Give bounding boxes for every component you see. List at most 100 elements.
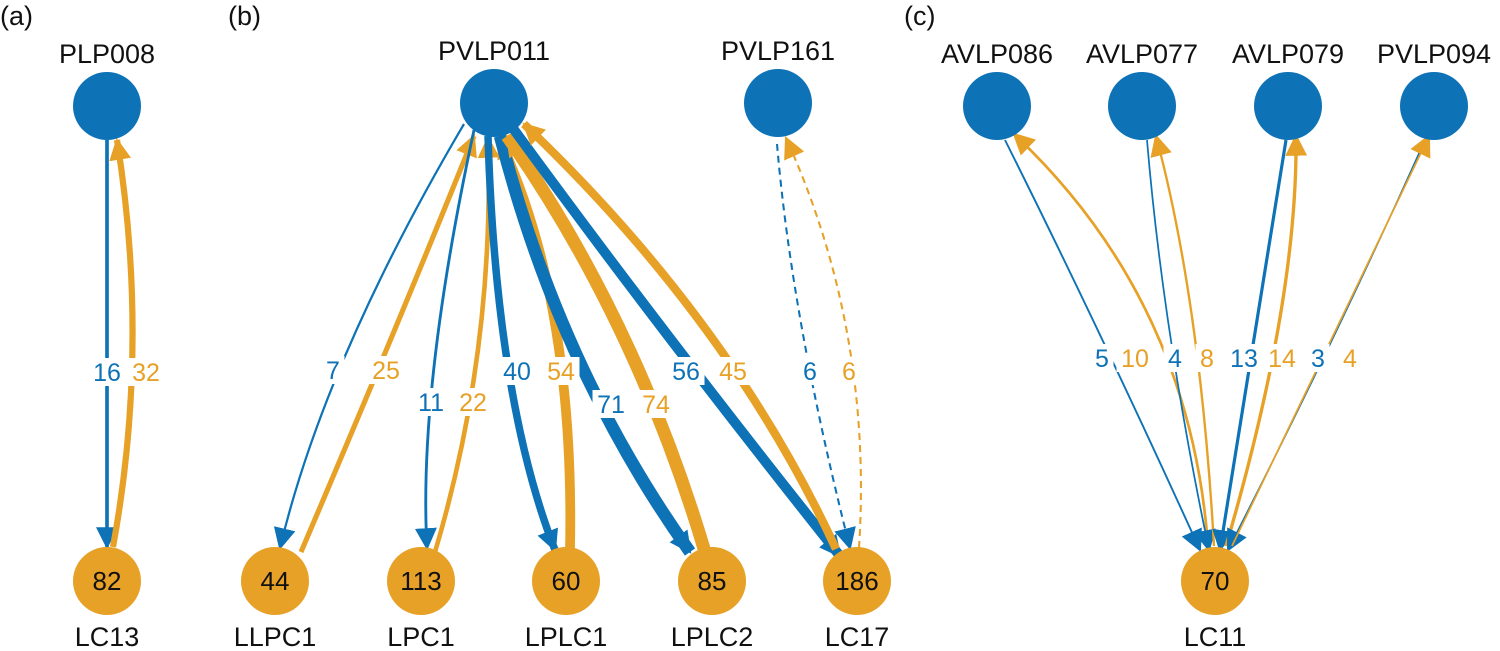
edge-label-group-pvlp011-lc17-up: 45 xyxy=(714,357,752,386)
edge-weight-label-pvlp011-llpc1-down: 7 xyxy=(326,357,340,385)
edge-weight-label-avlp079-lc11-down: 13 xyxy=(1230,345,1258,373)
node-label-lplc2: LPLC2 xyxy=(671,622,754,651)
edge-weight-label-pvlp011-lpc1-down: 11 xyxy=(418,389,444,417)
node-label-avlp086: AVLP086 xyxy=(941,39,1053,69)
edge-label-group-pvlp011-lplc1-down: 40 xyxy=(498,357,536,386)
edge-avlp079-lc11-up xyxy=(1224,133,1308,547)
edge-weight-label-pvlp011-lplc2-up: 74 xyxy=(642,391,670,419)
node-count-llpc1: 44 xyxy=(261,566,290,596)
edge-label-background xyxy=(498,357,536,385)
node-pvlp011 xyxy=(460,69,528,137)
edge-pvlp011-lplc2-up xyxy=(501,132,712,554)
node-count-lc17: 186 xyxy=(835,566,878,596)
edge-avlp086-lc11-down xyxy=(1004,139,1202,553)
node-label-lc13: LC13 xyxy=(75,622,140,651)
edge-pvlp011-llpc1-up xyxy=(298,133,477,554)
panel-c-letter: (c) xyxy=(904,1,935,31)
edge-label-background xyxy=(412,388,450,416)
node-lc13 xyxy=(73,547,141,615)
edge-label-group-avlp079-lc11-down: 13 xyxy=(1225,344,1263,373)
edge-avlp077-lc11-down xyxy=(1146,139,1216,553)
node-count-lpc1: 113 xyxy=(400,566,441,596)
panel-a-letter: (a) xyxy=(0,1,33,31)
edge-weight-label-plp008-lc13-up: 32 xyxy=(132,359,160,387)
edge-label-group-avlp079-lc11-up: 14 xyxy=(1263,344,1301,373)
edge-label-background xyxy=(1090,344,1114,372)
edge-plp008-lc13-up xyxy=(109,137,136,548)
edge-pvlp011-lpc1-up xyxy=(432,135,500,553)
edge-label-group-pvlp011-llpc1-down: 7 xyxy=(321,356,345,385)
edge-weight-label-pvlp094-lc11-down: 3 xyxy=(1311,345,1325,373)
node-lplc2 xyxy=(678,547,746,615)
edge-pvlp161-lc17-up xyxy=(784,135,862,549)
edge-label-background xyxy=(592,390,630,418)
edge-label-background xyxy=(1116,344,1154,372)
node-pvlp094 xyxy=(1400,72,1468,140)
edge-label-group-plp008-lc13-up: 32 xyxy=(127,358,165,387)
edge-label-group-pvlp161-lc17-up: 6 xyxy=(837,357,861,386)
edge-weight-label-avlp079-lc11-up: 14 xyxy=(1268,345,1296,373)
edge-label-background xyxy=(798,357,822,385)
edge-weight-label-pvlp011-lplc1-down: 40 xyxy=(503,358,531,386)
edge-label-background xyxy=(667,357,705,385)
edge-label-group-avlp086-lc11-down: 5 xyxy=(1090,344,1114,373)
edge-label-background xyxy=(127,358,165,386)
edge-label-background xyxy=(1263,344,1301,372)
node-count-lplc1: 60 xyxy=(552,566,581,596)
node-label-llpc1: LLPC1 xyxy=(234,622,317,651)
node-label-lc17: LC17 xyxy=(825,622,890,651)
node-avlp086 xyxy=(963,72,1031,140)
edge-label-background xyxy=(321,356,345,384)
edge-label-group-pvlp011-lplc2-up: 74 xyxy=(637,390,675,419)
node-label-pvlp011: PVLP011 xyxy=(438,36,550,66)
edge-weight-label-pvlp011-lplc2-down: 71 xyxy=(597,391,625,419)
node-label-avlp077: AVLP077 xyxy=(1086,39,1198,69)
edge-label-background xyxy=(367,356,405,384)
edge-weight-label-pvlp011-lc17-up: 45 xyxy=(719,358,747,386)
edge-weight-label-pvlp094-lc11-up: 4 xyxy=(1343,345,1357,373)
edge-label-group-pvlp161-lc17-down: 6 xyxy=(798,357,822,386)
node-avlp079 xyxy=(1254,72,1322,140)
edge-weight-label-avlp077-lc11-up: 8 xyxy=(1200,345,1214,373)
edge-avlp077-lc11-up xyxy=(1150,133,1216,547)
node-lpc1 xyxy=(387,547,455,615)
edge-weight-label-pvlp011-llpc1-up: 25 xyxy=(372,357,400,385)
edge-weight-label-avlp086-lc11-down: 5 xyxy=(1095,345,1109,373)
edge-pvlp011-lc17-down xyxy=(507,124,844,560)
edge-label-group-pvlp011-lc17-down: 56 xyxy=(667,357,705,386)
node-label-lc11: LC11 xyxy=(1184,622,1247,651)
edge-label-background xyxy=(637,390,675,418)
node-count-lc11: 70 xyxy=(1201,566,1230,596)
edge-pvlp011-llpc1-down xyxy=(273,123,465,551)
edge-label-group-pvlp011-llpc1-up: 25 xyxy=(367,356,405,385)
edge-pvlp161-lc17-down xyxy=(775,143,856,551)
node-lplc1 xyxy=(532,547,600,615)
node-llpc1 xyxy=(241,547,309,615)
edge-label-group-pvlp094-lc11-down: 3 xyxy=(1306,344,1330,373)
edge-label-group-avlp086-lc11-up: 10 xyxy=(1116,344,1154,373)
node-label-pvlp161: PVLP161 xyxy=(721,36,835,66)
node-label-lpc1: LPC1 xyxy=(387,622,455,651)
edge-label-background xyxy=(1195,344,1219,372)
edge-label-group-pvlp011-lplc1-up: 54 xyxy=(542,357,580,386)
node-lc11 xyxy=(1181,547,1249,615)
node-label-pvlp094: PVLP094 xyxy=(1377,39,1491,69)
edge-weight-label-avlp086-lc11-up: 10 xyxy=(1121,345,1149,373)
edge-label-group-avlp077-lc11-up: 8 xyxy=(1195,344,1219,373)
edge-avlp086-lc11-up xyxy=(1012,132,1210,547)
edge-label-group-plp008-lc13-down: 16 xyxy=(88,358,126,387)
edge-pvlp011-lc17-up xyxy=(521,120,840,551)
edge-avlp079-lc11-down xyxy=(1212,139,1288,553)
edge-weight-label-pvlp011-lpc1-up: 22 xyxy=(459,389,487,417)
edges-layer xyxy=(96,120,1431,560)
edge-weight-label-avlp077-lc11-down: 4 xyxy=(1168,345,1182,373)
node-pvlp161 xyxy=(744,69,812,137)
edge-label-background xyxy=(1306,344,1330,372)
node-label-plp008: PLP008 xyxy=(59,39,155,69)
edge-weight-label-pvlp011-lc17-down: 56 xyxy=(672,358,700,386)
edge-weight-label-pvlp161-lc17-up: 6 xyxy=(842,358,856,386)
